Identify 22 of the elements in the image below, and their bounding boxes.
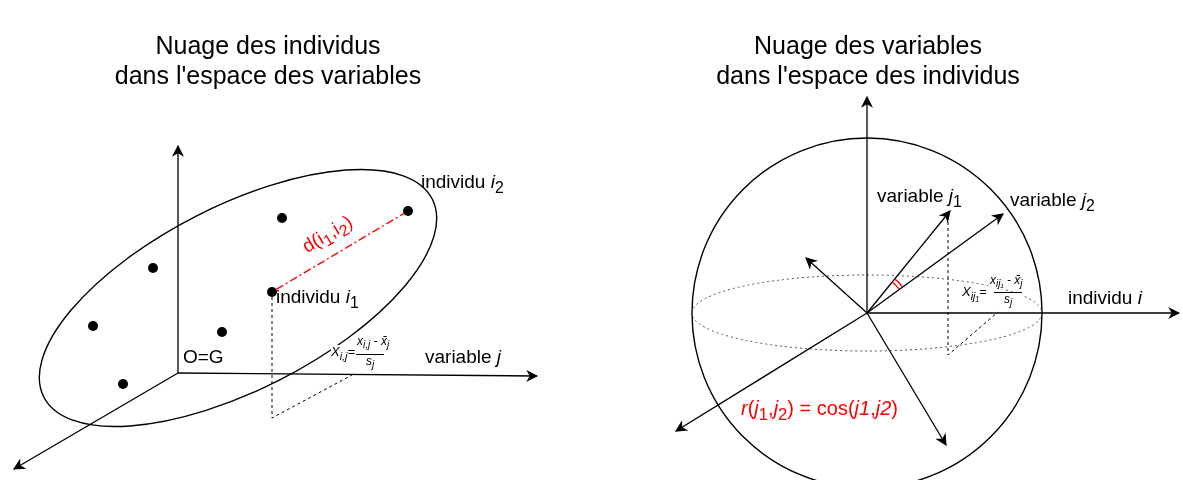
correlation-text: r(j$_{1}$,j$_{2}$) = cos(j1,j2) <box>741 397 898 425</box>
data-point <box>118 379 128 389</box>
formula-text: X$_{ij₁}$= <box>962 285 987 303</box>
formula-denominator: s$_{j}$ <box>994 292 1023 309</box>
data-point <box>148 263 158 273</box>
point-label: individu i$_{2}$ <box>421 172 504 197</box>
data-point <box>217 327 227 337</box>
axis-label: individu i <box>1068 288 1142 309</box>
formula-denominator: s$_{j}$ <box>356 354 385 371</box>
formula-numerator: x$_{i,j}$ - x̄$_{j}$ <box>357 335 390 351</box>
distance-line <box>275 212 405 291</box>
data-point <box>88 321 98 331</box>
formula-text: X$_{i,j}$= <box>331 345 356 363</box>
panel-label: Nuage des variables dans l'espace des individus <box>715 30 1021 90</box>
point-label: individu i$_{1}$ <box>276 287 359 312</box>
vector-label: variable j$_{2}$ <box>1010 190 1095 215</box>
vector-label: variable j$_{1}$ <box>877 186 962 211</box>
data-point <box>277 213 287 223</box>
axis-label: variable j <box>425 347 502 368</box>
panel-label: Nuage des individus dans l'espace des variables <box>113 30 423 90</box>
formula-numerator: x$_{ij₁}$ - x̄$_{j}$ <box>990 274 1023 290</box>
axis-label: O=G <box>183 347 224 368</box>
